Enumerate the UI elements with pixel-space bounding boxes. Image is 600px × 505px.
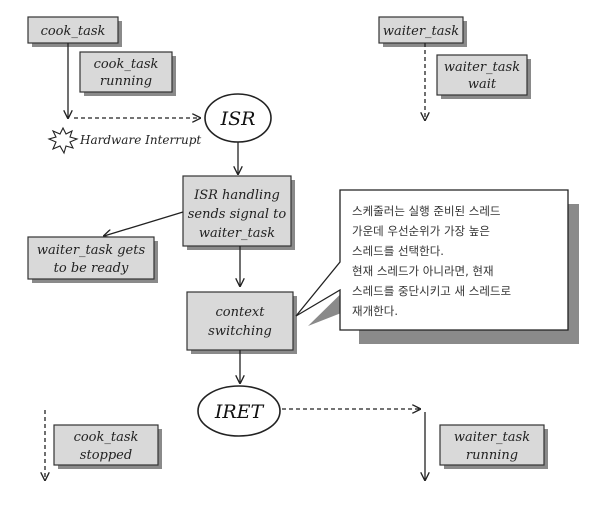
waiter-task-box: waiter_task: [378, 16, 467, 47]
waiter-ready-box: waiter_task gets to be ready: [27, 236, 158, 283]
waiter-task-running-box: waiter_task running: [439, 424, 548, 469]
isr-handling-line1: ISR handling: [193, 188, 280, 203]
waiter-task-wait-box: waiter_task wait: [436, 54, 531, 99]
isr-handling-box: ISR handling sends signal to waiter_task: [182, 175, 295, 250]
isr-node: ISR: [204, 93, 272, 143]
cook-task-stopped-line2: stopped: [80, 448, 132, 463]
context-switching-line2: switching: [208, 324, 272, 339]
note-line-4: 현재 스레드가 아니라면, 현재: [352, 264, 494, 278]
note-line-5: 스레드를 중단시키고 새 스레드로: [352, 284, 511, 298]
waiter-task-running-line2: running: [466, 448, 518, 463]
cook-task-label: cook_task: [41, 24, 106, 39]
cook-task-box: cook_task: [27, 16, 122, 47]
cook-task-stopped-box: cook_task stopped: [53, 424, 162, 469]
iret-node: IRET: [197, 385, 281, 437]
isr-handling-line3: waiter_task: [199, 226, 275, 241]
context-switching-line1: context: [216, 305, 266, 320]
cook-task-running-line2: running: [100, 74, 152, 89]
hardware-interrupt-burst-icon: [47, 126, 79, 155]
note-line-2: 가운데 우선순위가 가장 높은: [352, 224, 490, 238]
isr-handling-line2: sends signal to: [188, 207, 287, 222]
waiter-ready-line2: to be ready: [54, 261, 129, 276]
iret-label: IRET: [214, 401, 265, 423]
handling-to-ready-arrow: [104, 211, 184, 236]
cook-task-stopped-line1: cook_task: [74, 430, 139, 445]
scheduler-note-bubble: 스케줄러는 실행 준비된 스레드 가운데 우선순위가 가장 높은 스레드를 선택…: [295, 189, 579, 344]
context-switching-box: context switching: [186, 291, 297, 354]
hardware-interrupt-label: Hardware Interrupt: [79, 133, 201, 147]
note-line-6: 재개한다.: [352, 304, 398, 318]
waiter-task-label: waiter_task: [383, 24, 459, 39]
waiter-ready-line1: waiter_task gets: [37, 243, 146, 258]
waiter-task-running-line1: waiter_task: [454, 430, 530, 445]
note-line-1: 스케줄러는 실행 준비된 스레드: [352, 204, 501, 218]
cook-task-running-line1: cook_task: [94, 57, 159, 72]
isr-label: ISR: [220, 108, 256, 130]
waiter-task-wait-line2: wait: [468, 77, 497, 92]
note-line-3: 스레드를 선택한다.: [352, 244, 444, 258]
cook-task-running-box: cook_task running: [79, 51, 176, 96]
waiter-task-wait-line1: waiter_task: [444, 60, 520, 75]
